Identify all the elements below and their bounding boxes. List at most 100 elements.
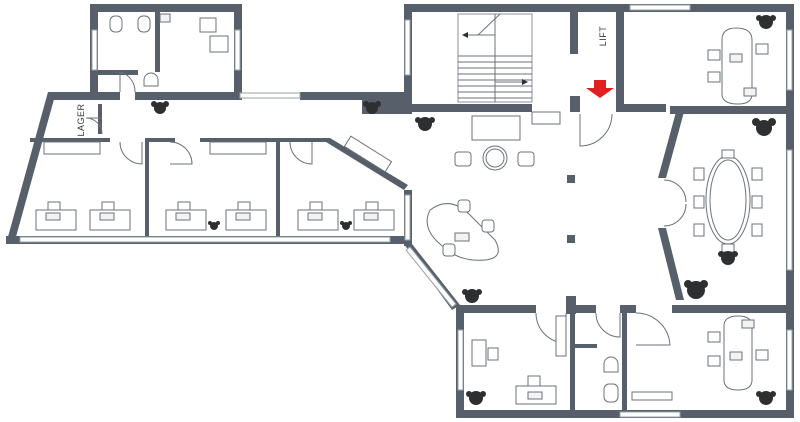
window-wc-left (91, 29, 98, 71)
wall-bottom-top-a (456, 305, 536, 313)
window-bottom-floor (619, 411, 681, 418)
bottom-offices (471, 315, 769, 405)
monitor-icon (527, 391, 543, 400)
armchair-icon (454, 151, 472, 167)
monitor-icon (363, 212, 379, 221)
plant-icon (363, 101, 381, 114)
shelf-office-2 (209, 141, 267, 155)
chair-wc-icon (199, 17, 217, 33)
window-lobby-slant (405, 246, 457, 308)
plant-icon (208, 221, 220, 230)
wall-conf-slant-bottom (658, 228, 684, 300)
plants (151, 15, 776, 405)
wall-tr-office-bottom (670, 106, 794, 114)
monitor-icon (175, 212, 191, 221)
door-conference (663, 179, 687, 227)
door-office-2 (169, 141, 193, 165)
wall-tr-office-top (624, 4, 794, 12)
wall-lift-bottom (616, 104, 666, 112)
chair-icon (442, 243, 456, 257)
shelf (555, 315, 567, 357)
door-office-1 (119, 141, 143, 165)
top-right-office (707, 27, 769, 105)
toilet-icon (603, 383, 619, 403)
wall-office-divider-2 (276, 138, 280, 238)
wall-bathroom-top (575, 344, 597, 348)
door-bottom-office-2 (635, 312, 671, 346)
arrow-down-icon (586, 80, 614, 98)
window-wc-right (234, 29, 241, 71)
armchair-icon (517, 151, 535, 167)
door-office-3 (289, 141, 313, 165)
chair-icon (101, 201, 115, 211)
stair-arrow-left-icon (462, 32, 468, 38)
chair-icon (751, 167, 763, 181)
chair-icon (755, 43, 769, 55)
stairs (457, 13, 533, 103)
monitor-icon (729, 53, 743, 63)
chair-icon (693, 223, 705, 237)
chair-icon (309, 201, 323, 211)
left-offices (35, 135, 395, 231)
plant-icon (415, 117, 435, 131)
window-left-wing-bottom (19, 236, 391, 243)
window-corridor-top (239, 92, 301, 99)
plant-icon (756, 391, 776, 405)
plant-icon (684, 280, 708, 299)
round-table-inner (485, 148, 505, 168)
chair-icon (365, 201, 379, 211)
window-bottom-right (786, 329, 793, 391)
monitor-icon (729, 351, 743, 361)
chair-icon (721, 243, 735, 253)
sink-wc-2-icon (143, 72, 159, 87)
wall-conf-slant-top (658, 112, 684, 178)
chair-icon (47, 201, 61, 211)
wall-wc-divider (155, 12, 160, 72)
wall-bottom-divider-2 (622, 313, 627, 413)
window-lobby-left (404, 194, 411, 241)
window-conf-right (786, 149, 793, 271)
sink-icon (603, 356, 619, 373)
wall-wc-top (90, 4, 242, 12)
monitor-icon (743, 87, 757, 97)
lobby-furniture (426, 115, 535, 261)
chair-icon (693, 195, 705, 209)
stair-arrow-right-icon (522, 79, 528, 85)
bench (631, 391, 673, 401)
wall-stair-top (404, 4, 624, 12)
conference-table-inner (709, 159, 747, 241)
wall-office-row-top-c (200, 138, 280, 142)
sofa-icon (471, 115, 521, 141)
shelf-office-1 (43, 141, 101, 155)
conference-room (693, 149, 763, 253)
wall-stair-pillar (570, 96, 580, 112)
chair-icon (527, 375, 541, 387)
label-lager: LAGER (76, 103, 86, 136)
column-2 (567, 235, 575, 243)
monitor-icon (307, 212, 323, 221)
plant-icon (340, 221, 352, 230)
chair-icon (177, 201, 191, 211)
chair-icon (707, 71, 721, 83)
wall-left-slant (6, 92, 56, 244)
plant-icon (756, 15, 776, 29)
wall-stair-bottom (412, 104, 532, 112)
wall-office-row-top-a (30, 138, 110, 142)
shelf-office-3 (343, 135, 393, 173)
wall-wc-inner (98, 70, 138, 75)
window-tr-top (629, 4, 691, 11)
door-stair-frame (531, 111, 561, 125)
toilet-1-icon (109, 15, 123, 33)
door-bathroom (595, 312, 621, 338)
monitor-icon (235, 212, 251, 221)
door-storage (85, 117, 103, 135)
wall-office-divider-1 (145, 138, 149, 238)
chair-icon (707, 355, 721, 367)
column-1 (567, 175, 575, 183)
chair-icon (751, 223, 763, 237)
desk-group-2 (165, 201, 267, 231)
stair-break (477, 13, 501, 36)
desk-group-1 (35, 201, 131, 231)
wall-office-row-slant (280, 138, 408, 190)
